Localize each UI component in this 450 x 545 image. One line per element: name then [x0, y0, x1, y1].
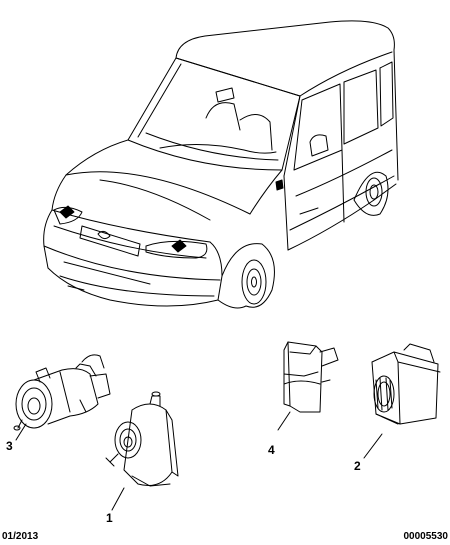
leader-line-1: [111, 487, 125, 511]
callout-part-1: 1: [106, 511, 113, 525]
vehicle-illustration: [43, 20, 399, 309]
callout-part-2: 2: [354, 459, 361, 473]
footer-reference: 00005530: [403, 531, 449, 542]
leader-line-3: [15, 423, 27, 441]
footer-date: 01/2013: [2, 531, 39, 542]
part-2-drawing: [371, 343, 441, 425]
callout-part-3: 3: [6, 439, 13, 453]
callout-part-4: 4: [268, 443, 275, 457]
leader-line-4: [277, 411, 291, 431]
part-3-drawing: [13, 354, 111, 431]
part-1-drawing: [105, 391, 179, 487]
part-4-drawing: [283, 341, 339, 413]
leader-line-2: [363, 433, 383, 459]
